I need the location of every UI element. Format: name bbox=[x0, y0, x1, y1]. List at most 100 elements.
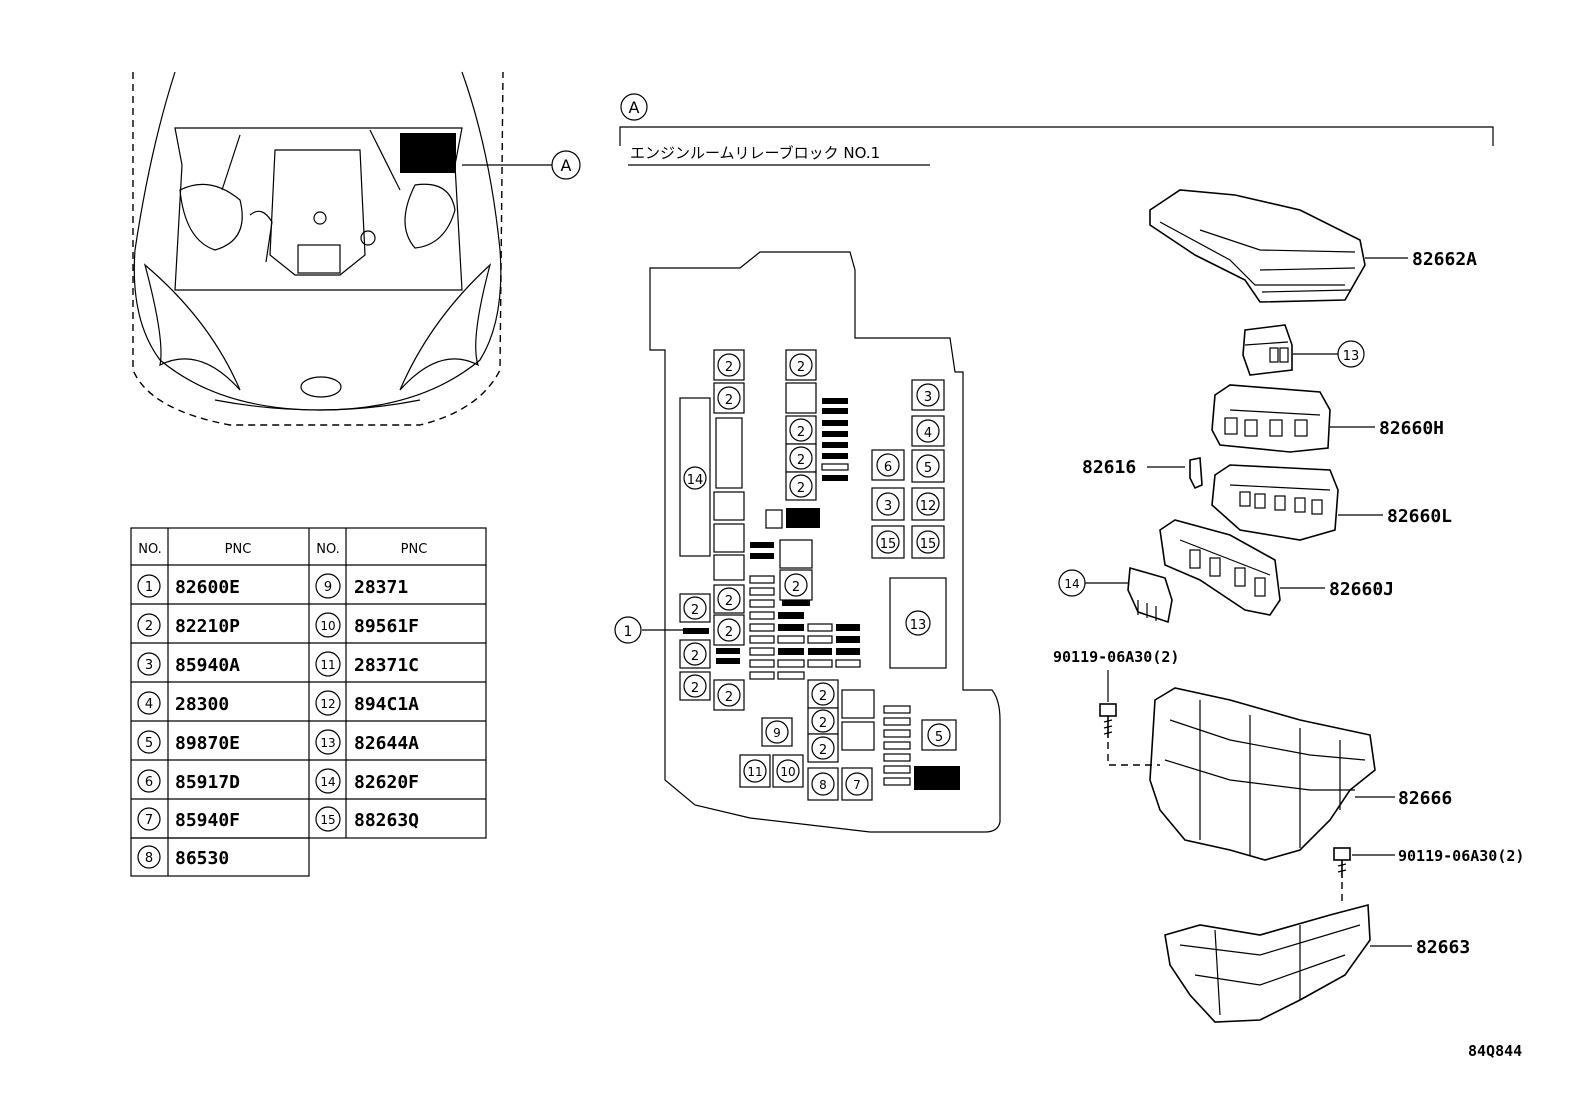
part-label-bolt-right: 90119-06A30(2) bbox=[1398, 847, 1524, 865]
layout-label-3: 3 bbox=[884, 499, 892, 514]
exploded-parts: 82662A 13 82660H 82616 bbox=[1053, 189, 1524, 1023]
table-row-no: 9 bbox=[324, 580, 332, 595]
table-header-no: NO. bbox=[138, 542, 162, 557]
layout-label-5: 5 bbox=[924, 461, 932, 476]
part-label-82616: 82616 bbox=[1082, 457, 1136, 478]
table-row-pnc: 894C1A bbox=[354, 694, 419, 715]
layout-label-2: 2 bbox=[819, 743, 827, 758]
table-row-pnc: 28371 bbox=[354, 577, 408, 598]
table-row-pnc: 82620F bbox=[354, 772, 419, 793]
table-row-no: 2 bbox=[145, 619, 153, 634]
layout-label-2: 2 bbox=[797, 481, 805, 496]
table-row-no: 12 bbox=[320, 697, 335, 711]
layout-label-2: 2 bbox=[691, 603, 699, 618]
layout-label-2: 2 bbox=[797, 425, 805, 440]
bolt-icon bbox=[1333, 847, 1351, 878]
table-row-pnc: 85917D bbox=[175, 772, 240, 793]
layout-label-2: 2 bbox=[819, 716, 827, 731]
layout-label-2: 2 bbox=[691, 649, 699, 664]
part-label-82660j: 82660J bbox=[1329, 579, 1394, 600]
layout-label-2: 2 bbox=[797, 453, 805, 468]
layout-label-15: 15 bbox=[880, 537, 897, 552]
table-row-no: 6 bbox=[145, 775, 153, 790]
upper-block-drawing bbox=[1211, 384, 1331, 453]
table-row-no: 14 bbox=[320, 775, 335, 789]
section-a-header: A エンジンルームリレーブロック NO.1 bbox=[619, 93, 1494, 166]
layout-label-2: 2 bbox=[725, 690, 733, 705]
item-13-drawing bbox=[1242, 324, 1293, 376]
layout-label-7: 7 bbox=[853, 778, 861, 792]
bolt-icon bbox=[1099, 703, 1117, 738]
layout-label-11: 11 bbox=[747, 765, 762, 779]
table-row-no: 11 bbox=[320, 658, 335, 672]
table-row-pnc: 88263Q bbox=[354, 810, 419, 831]
callout-a-overview: A bbox=[561, 156, 572, 175]
table-row-no: 8 bbox=[145, 851, 153, 866]
part-label-13: 13 bbox=[1343, 349, 1360, 364]
layout-label-8: 8 bbox=[819, 778, 827, 792]
layout-label-12: 12 bbox=[920, 499, 937, 514]
layout-label-2: 2 bbox=[691, 681, 699, 696]
part-label-82663: 82663 bbox=[1416, 937, 1470, 958]
fuse-grid-middle bbox=[683, 575, 861, 680]
layout-label-13: 13 bbox=[910, 618, 927, 633]
pnc-table: NO. PNC NO. PNC 1 82600E 2 82210P 3 8594… bbox=[130, 527, 487, 877]
layout-label-2: 2 bbox=[725, 625, 733, 640]
table-row-pnc: 89561F bbox=[354, 616, 419, 637]
table-row-no: 3 bbox=[145, 658, 153, 673]
layout-label-5: 5 bbox=[935, 730, 943, 745]
table-header-pnc: PNC bbox=[401, 542, 428, 557]
table-row-no: 4 bbox=[145, 697, 153, 712]
relay-block-layout: 14 2 2 2 2 2 2 3 bbox=[614, 251, 1001, 833]
table-row-no: 5 bbox=[145, 736, 153, 751]
table-row-pnc: 85940A bbox=[175, 655, 240, 676]
part-label-82666: 82666 bbox=[1398, 788, 1452, 809]
table-row-pnc: 89870E bbox=[175, 733, 240, 754]
part-label-82662a: 82662A bbox=[1412, 249, 1477, 270]
layout-label-2: 2 bbox=[819, 689, 827, 704]
layout-label-6: 6 bbox=[884, 460, 892, 475]
table-row-no: 15 bbox=[320, 813, 335, 827]
lower-cover-drawing bbox=[1164, 903, 1371, 1023]
callout-a-section: A bbox=[629, 98, 640, 117]
layout-label-2: 2 bbox=[792, 580, 800, 595]
middle-block-drawing bbox=[1211, 464, 1339, 541]
table-row-pnc: 28371C bbox=[354, 655, 419, 676]
part-label-82660l: 82660L bbox=[1387, 506, 1452, 527]
table-row-pnc: 28300 bbox=[175, 694, 229, 715]
section-title: エンジンルームリレーブロック NO.1 bbox=[630, 144, 880, 162]
table-row-pnc: 85940F bbox=[175, 810, 240, 831]
housing-drawing bbox=[1149, 687, 1376, 861]
layout-label-2: 2 bbox=[797, 360, 805, 375]
figure-code: 84Q844 bbox=[1468, 1042, 1522, 1060]
table-row-pnc: 82644A bbox=[354, 733, 419, 754]
item-14-drawing bbox=[1127, 566, 1173, 624]
layout-label-2: 2 bbox=[725, 393, 733, 408]
table-row-no: 10 bbox=[320, 619, 335, 633]
part-label-bolt-top: 90119-06A30(2) bbox=[1053, 648, 1179, 666]
fuse-bars-upper bbox=[821, 398, 849, 481]
layout-label-10: 10 bbox=[780, 765, 795, 779]
lower-block-drawing bbox=[1159, 519, 1281, 616]
table-row-pnc: 82210P bbox=[175, 616, 240, 637]
table-row-no: 7 bbox=[145, 813, 153, 828]
table-header-no: NO. bbox=[316, 542, 340, 557]
layout-label-15: 15 bbox=[920, 537, 937, 552]
layout-label-14: 14 bbox=[687, 473, 704, 488]
vehicle-overview: A bbox=[132, 71, 581, 426]
layout-label-3: 3 bbox=[924, 390, 932, 405]
table-header-pnc: PNC bbox=[225, 542, 252, 557]
layout-label-4: 4 bbox=[924, 426, 932, 441]
cover-part-drawing bbox=[1149, 189, 1366, 303]
table-row-pnc: 86530 bbox=[175, 848, 229, 869]
layout-label-2: 2 bbox=[725, 360, 733, 375]
part-label-82660h: 82660H bbox=[1379, 418, 1444, 439]
fuse-bars-lower bbox=[883, 705, 960, 790]
part-label-14: 14 bbox=[1064, 577, 1079, 591]
table-row-pnc: 82600E bbox=[175, 577, 240, 598]
table-row-no: 13 bbox=[320, 736, 335, 750]
layout-label-9: 9 bbox=[773, 726, 781, 740]
table-row-no: 1 bbox=[145, 580, 153, 595]
layout-label-2: 2 bbox=[725, 594, 733, 609]
